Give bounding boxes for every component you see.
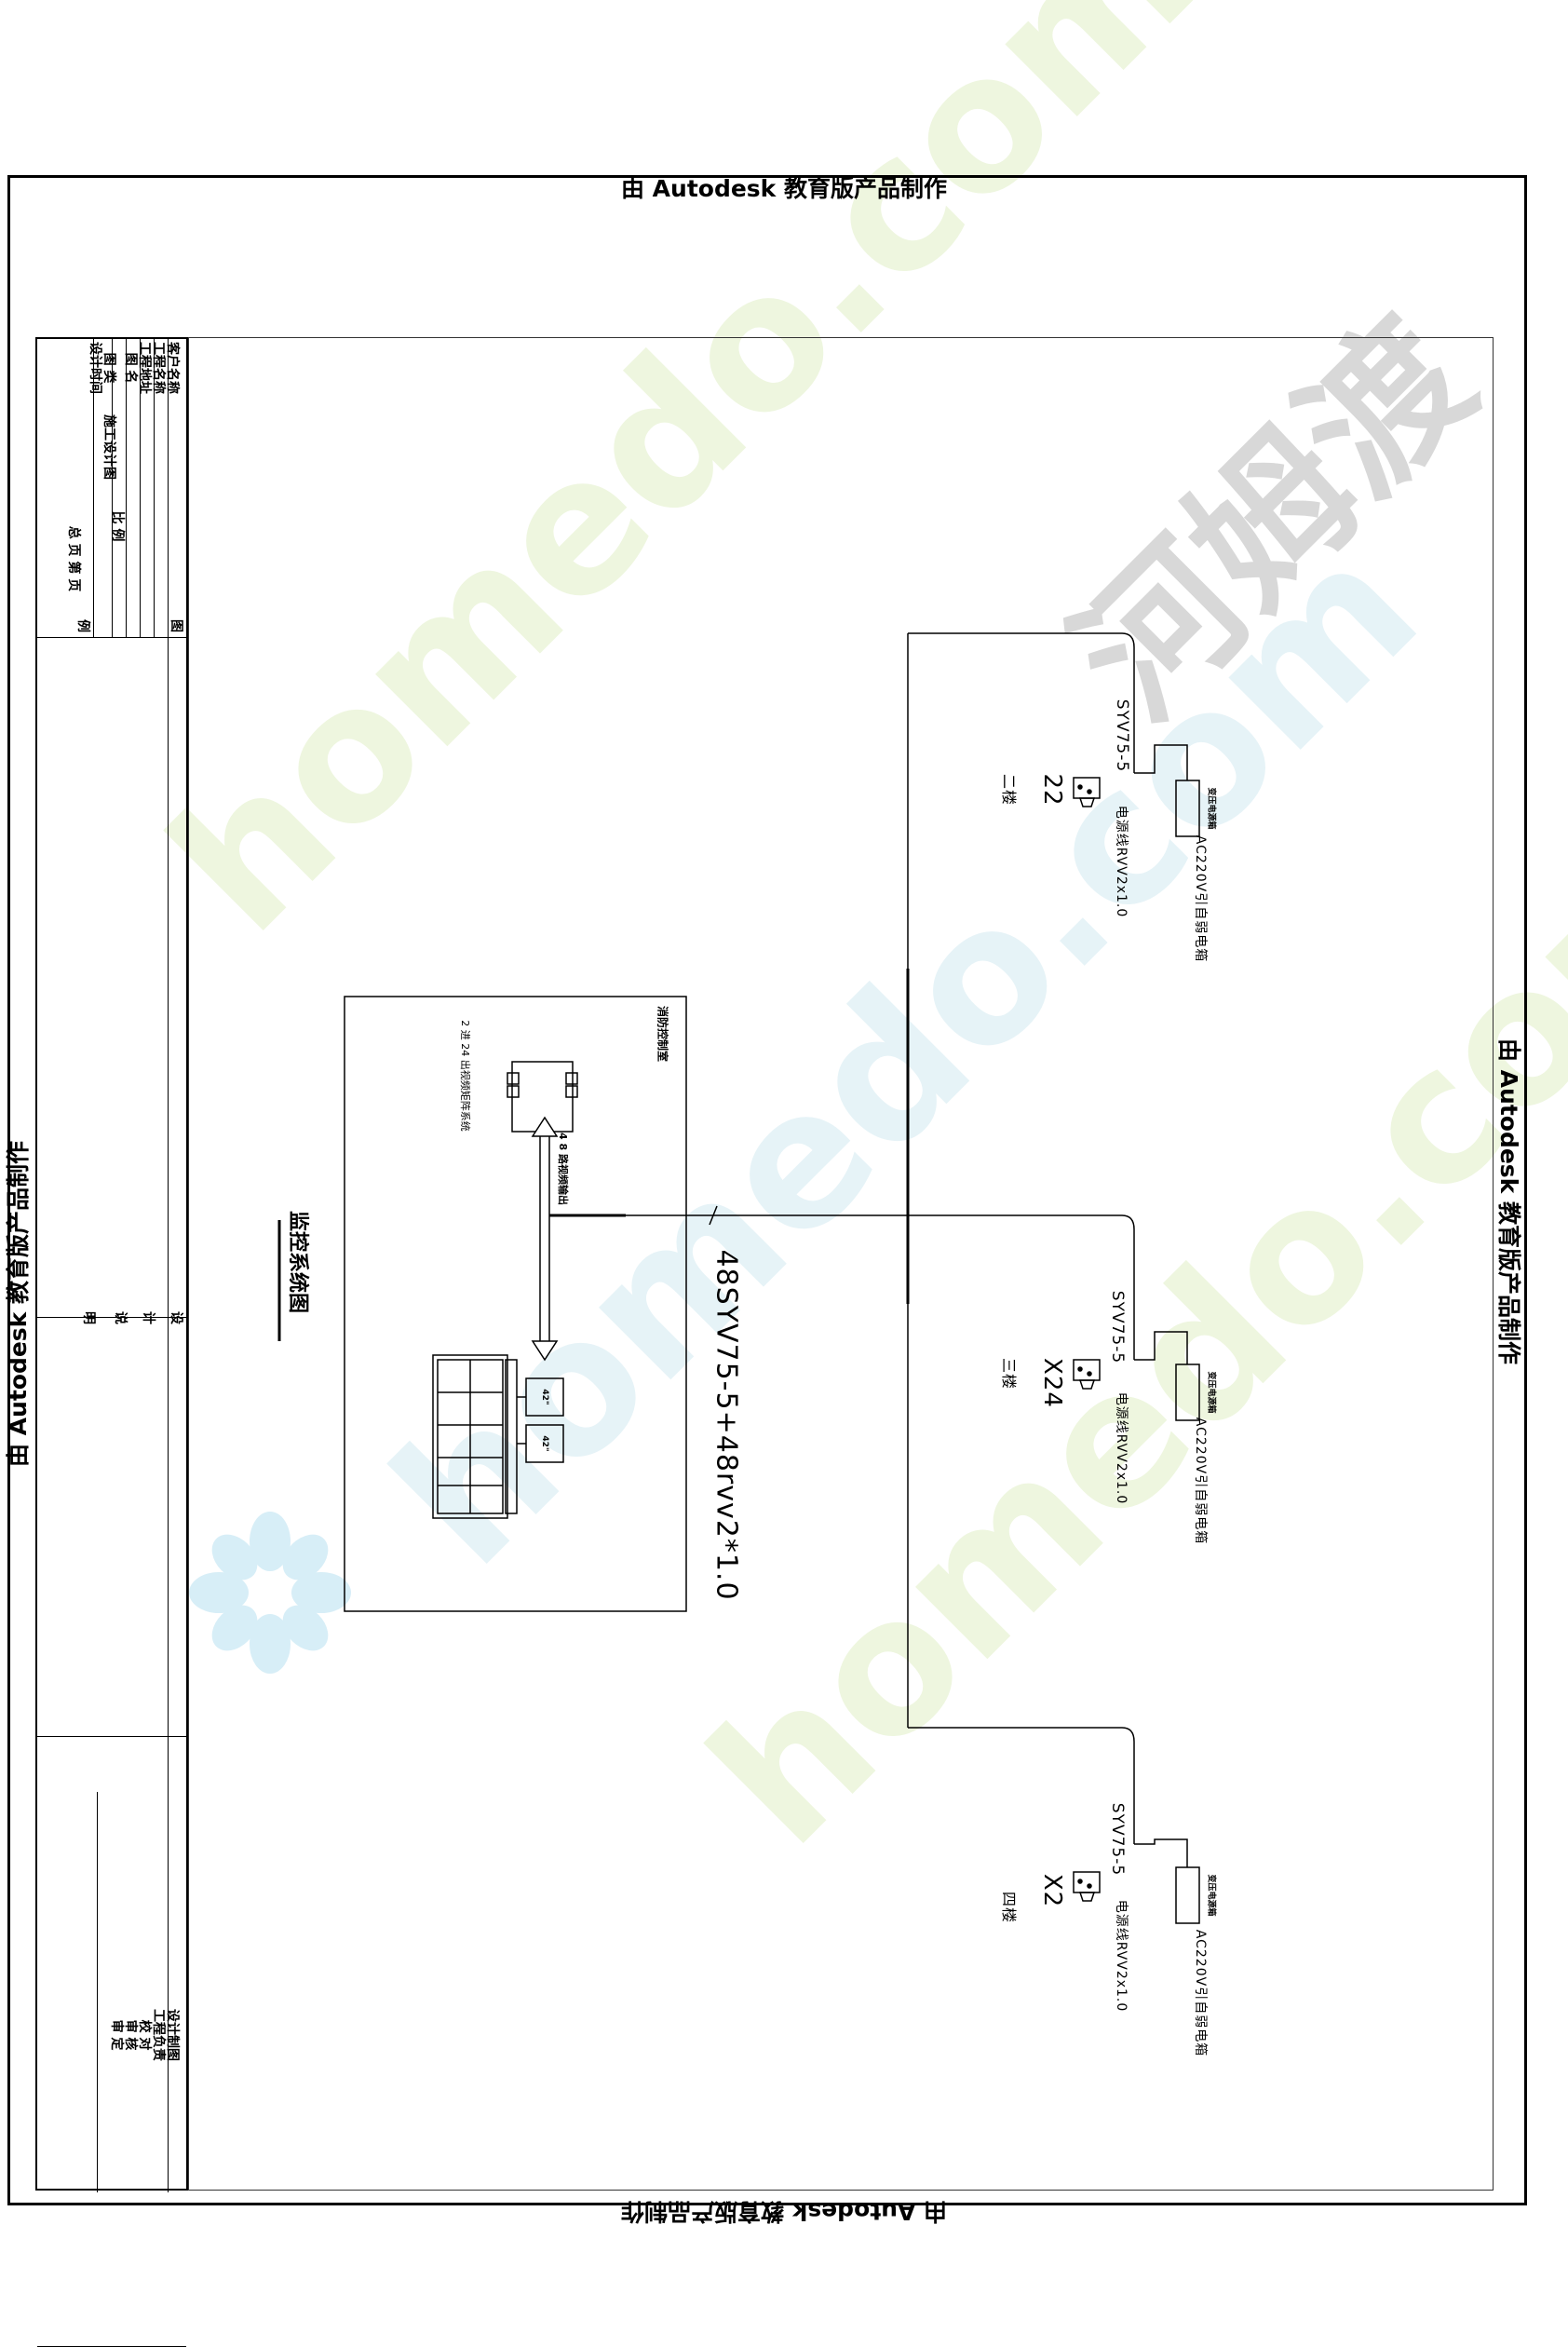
floor4-camera: [1073, 1871, 1101, 1902]
double-arrow: [531, 1116, 559, 1362]
monitor-wall: [432, 1354, 564, 1519]
floor2-camera: [1073, 777, 1101, 807]
drawing-frame-inner: [188, 337, 1494, 2191]
drawing-frame-outer: [7, 175, 1527, 2205]
watermark-flower-icon: [186, 1509, 354, 1676]
wiring-diagram: [277, 632, 1200, 1924]
control-room-box: [344, 996, 687, 1612]
floor3-camera: [1073, 1359, 1101, 1390]
edu-stamp-top: 由 Autodesk 教育版产品制作: [620, 175, 948, 202]
